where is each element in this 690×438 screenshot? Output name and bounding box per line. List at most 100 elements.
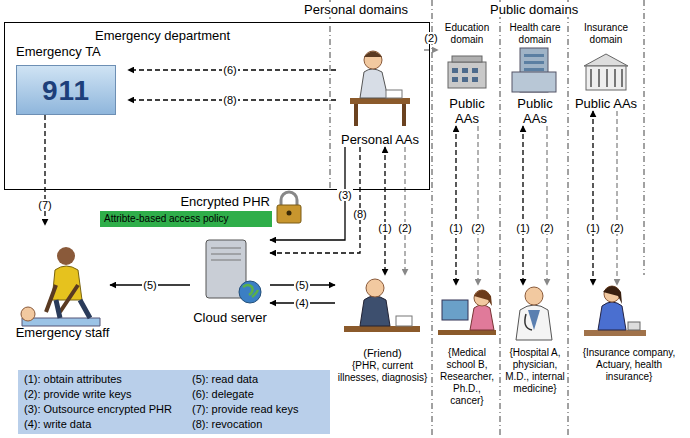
white-coat: [516, 305, 552, 340]
body: [360, 69, 388, 98]
phone: [628, 322, 640, 330]
node-text: {Insurance company, Actuary, health insu…: [572, 347, 686, 383]
staff-legs: [56, 300, 90, 318]
node-box: Emergency TA 911: [16, 44, 128, 115]
connector-arrow: [455, 126, 456, 285]
roof: [452, 56, 482, 62]
physician-figure: [516, 287, 552, 340]
edge-label: (1): [448, 222, 463, 234]
connector-arrow: [592, 111, 593, 285]
node-box: {Hospital A, physician, M.D., internal m…: [504, 285, 566, 395]
head: [366, 279, 384, 297]
node-text: Emergency TA: [16, 44, 128, 59]
node-text: Education domain: [438, 22, 496, 46]
divider: [500, 0, 501, 438]
node-text: Public AAs: [438, 96, 496, 126]
node-text: Emergency staff: [15, 325, 110, 340]
building: [448, 62, 486, 88]
connector-arrow: [546, 126, 547, 285]
connector-arrow: [424, 49, 438, 50]
legend-item: (8): revocation: [192, 418, 262, 431]
connector-arrow: [477, 126, 478, 285]
wing: [512, 72, 556, 92]
node-text: Public AAs: [572, 96, 640, 111]
friend-figure: [344, 279, 420, 332]
head: [364, 51, 382, 69]
edge-label: (2): [539, 222, 554, 234]
edge-label: (2): [609, 222, 624, 234]
legend-item: (3): Outsource encrypted PHR: [24, 403, 172, 416]
edge-label: (2): [423, 32, 438, 44]
edge-label: (1): [585, 222, 600, 234]
tie: [528, 310, 540, 330]
node-text: {PHR, current illnesses, diagnosis}: [335, 360, 430, 384]
edge-label: (4): [294, 297, 309, 309]
edge-label: (5): [142, 279, 157, 291]
edge-label: (6): [222, 64, 237, 76]
node-box: Emergency departmentEmergency TA911Perso…: [4, 22, 430, 190]
edge-label: (8): [352, 208, 367, 220]
node-text: (Friend): [335, 347, 430, 360]
lock-body: [277, 205, 301, 223]
windows: [524, 54, 544, 71]
staff-body: [52, 266, 82, 300]
edge-label: (1): [515, 222, 530, 234]
body: [598, 302, 626, 330]
node-box: Health care domainPublic AAs: [504, 22, 566, 126]
connector-arrow: [270, 147, 345, 240]
edge-label: (2): [470, 222, 485, 234]
node-text: {Medical school B, Researcher, Ph.D., ca…: [436, 347, 498, 407]
desk-leg: [354, 104, 358, 126]
node-text: Public AAs: [504, 96, 566, 126]
hair: [474, 290, 492, 306]
shackle: [281, 192, 297, 206]
legend-item: (6): delegate: [192, 388, 254, 401]
divider: [330, 0, 331, 190]
edge-label: (7): [37, 199, 52, 211]
connector-arrow: [384, 147, 385, 275]
domain-heading: Personal domains: [302, 2, 410, 17]
node-box: (Friend){PHR, current illnesses, diagnos…: [335, 275, 430, 384]
connector-arrow: [616, 111, 617, 285]
roof: [584, 54, 628, 66]
hospital-building: [512, 48, 556, 92]
domain-heading: Public domains: [488, 2, 580, 17]
divider: [568, 0, 569, 438]
legend-item: (5): read data: [192, 373, 258, 386]
paper: [386, 90, 402, 98]
insurance-building: [584, 54, 628, 90]
desk: [350, 98, 410, 104]
node-text: Insurance domain: [572, 22, 640, 46]
hair: [364, 52, 382, 58]
desk: [584, 330, 646, 336]
node-text: {Hospital A, physician, M.D., internal m…: [504, 347, 566, 395]
node-text: Health care domain: [504, 22, 566, 46]
legend-item: (2): provide write keys: [24, 388, 132, 401]
continents: [243, 285, 258, 297]
node-text: Attribte-based access policy: [100, 211, 272, 227]
actuary-figure: [584, 286, 646, 336]
desk-leg: [402, 104, 406, 126]
columns: [591, 69, 622, 87]
node-text: Personal AAs: [336, 132, 424, 147]
node-text: 911: [16, 65, 116, 115]
legend-item: (7): provide read keys: [192, 403, 298, 416]
keyhole: [287, 211, 292, 216]
patient-body: [22, 318, 100, 326]
body: [470, 305, 494, 330]
domain-dividers: [330, 0, 644, 438]
drive-bays: [211, 248, 241, 260]
divider: [432, 0, 433, 438]
legend-item: (1): obtain attributes: [24, 373, 122, 386]
patient-head: [21, 307, 35, 321]
emergency-staff-figure: [21, 247, 100, 326]
edge-label: (5): [294, 279, 309, 291]
body: [360, 296, 390, 326]
legend-item: (4): write data: [24, 418, 91, 431]
edge-label: (3): [337, 189, 352, 201]
connector-arrow: [404, 147, 405, 275]
windows: [452, 68, 478, 82]
staff-arms: [46, 285, 78, 312]
edge-label: (1): [377, 222, 392, 234]
